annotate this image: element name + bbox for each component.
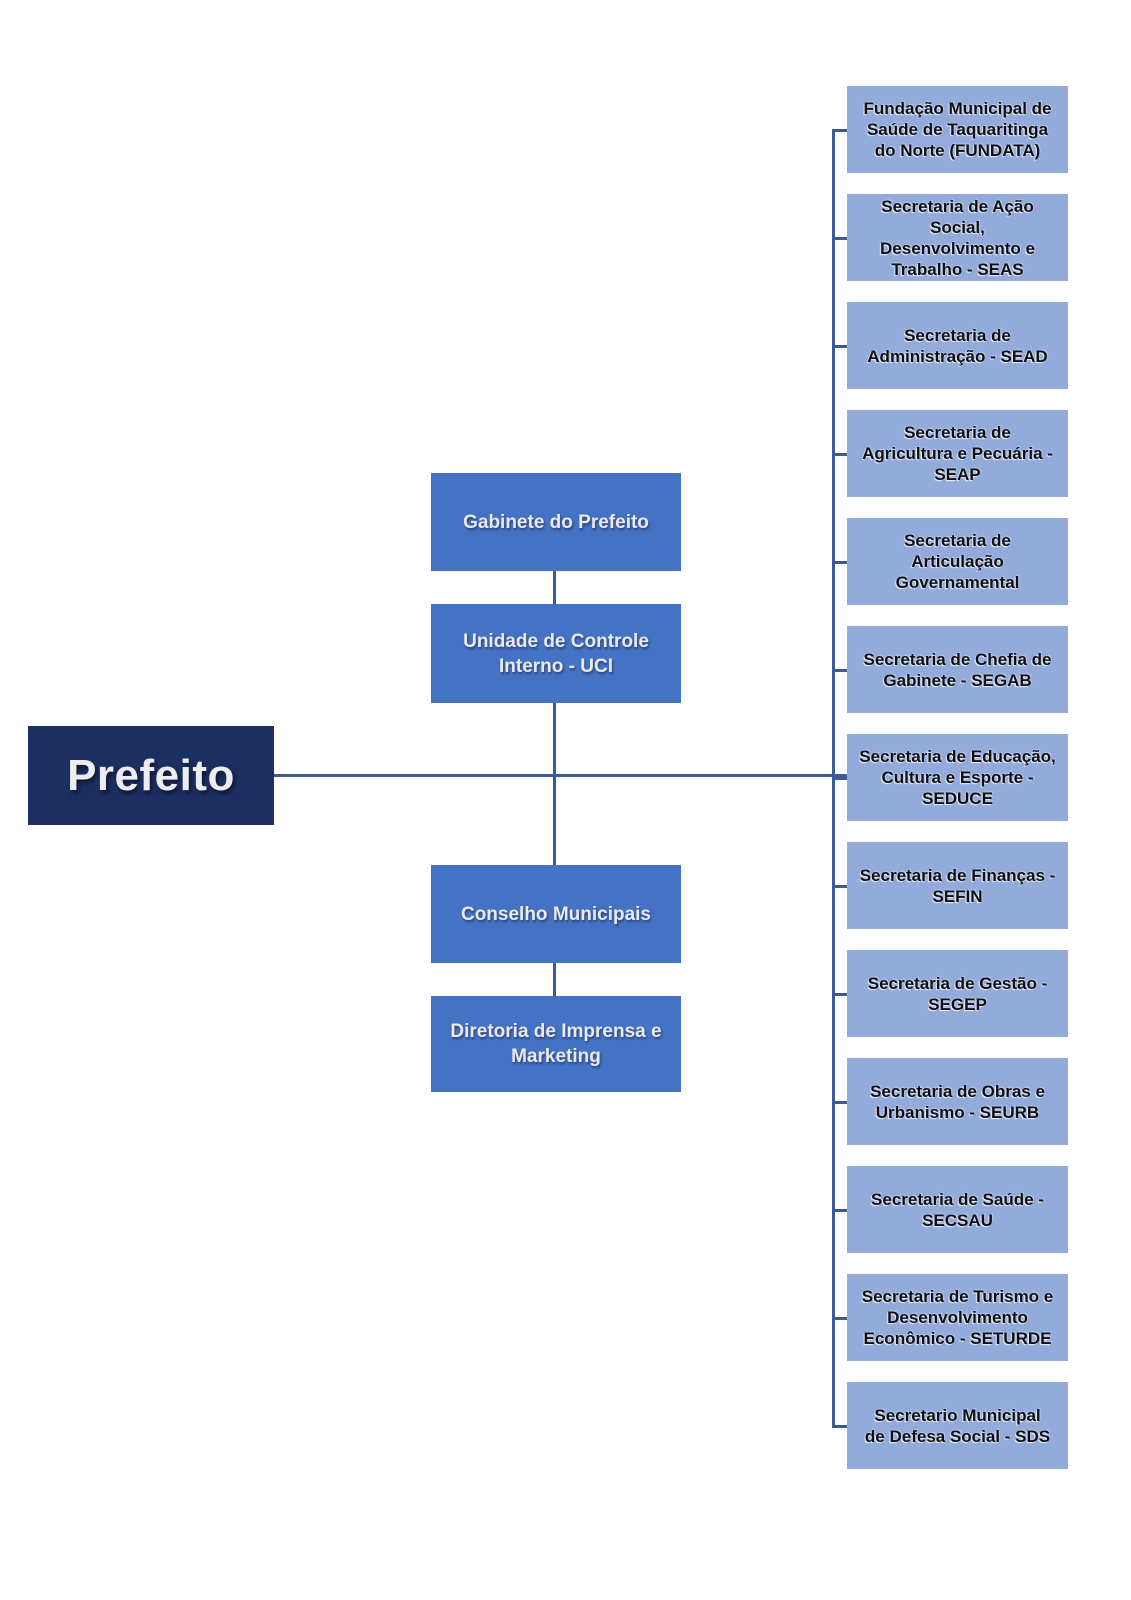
connector-line <box>274 774 847 777</box>
leaf-node-segep: Secretaria de Gestão - SEGEP <box>847 950 1068 1037</box>
branch-node-conselho: Conselho Municipais <box>431 865 681 963</box>
leaf-node-sefin: Secretaria de Finanças - SEFIN <box>847 842 1068 929</box>
connector-line <box>835 1317 847 1320</box>
leaf-node-seduce: Secretaria de Educação, Cultura e Esport… <box>847 734 1068 821</box>
leaf-node-sds: Secretario Municipal de Defesa Social - … <box>847 1382 1068 1469</box>
connector-line <box>835 885 847 888</box>
connector-line <box>832 129 835 1428</box>
leaf-node-artgov: Secretaria de Articulação Governamental <box>847 518 1068 605</box>
leaf-node-secsau: Secretaria de Saúde - SECSAU <box>847 1166 1068 1253</box>
leaf-node-seturde: Secretaria de Turismo e Desenvolvimento … <box>847 1274 1068 1361</box>
connector-line <box>835 237 847 240</box>
connector-line <box>835 1425 847 1428</box>
branch-node-uci: Unidade de Controle Interno - UCI <box>431 604 681 703</box>
leaf-node-sead: Secretaria de Administração - SEAD <box>847 302 1068 389</box>
leaf-node-seap: Secretaria de Agricultura e Pecuária - S… <box>847 410 1068 497</box>
connector-line <box>835 1209 847 1212</box>
root-node-prefeito: Prefeito <box>28 726 274 825</box>
connector-line <box>835 561 847 564</box>
branch-node-gabinete: Gabinete do Prefeito <box>431 473 681 571</box>
connector-line <box>553 703 556 865</box>
connector-line <box>835 1101 847 1104</box>
connector-line <box>835 993 847 996</box>
connector-line <box>835 669 847 672</box>
leaf-node-segab: Secretaria de Chefia de Gabinete - SEGAB <box>847 626 1068 713</box>
connector-line <box>835 777 847 780</box>
connector-line <box>553 571 556 604</box>
connector-line <box>835 129 847 132</box>
leaf-node-fundata: Fundação Municipal de Saúde de Taquariti… <box>847 86 1068 173</box>
branch-node-imprensa: Diretoria de Imprensa e Marketing <box>431 996 681 1092</box>
leaf-node-seurb: Secretaria de Obras e Urbanismo - SEURB <box>847 1058 1068 1145</box>
connector-line <box>553 963 556 996</box>
connector-line <box>835 345 847 348</box>
connector-line <box>835 453 847 456</box>
leaf-node-seas: Secretaria de Ação Social, Desenvolvimen… <box>847 194 1068 281</box>
